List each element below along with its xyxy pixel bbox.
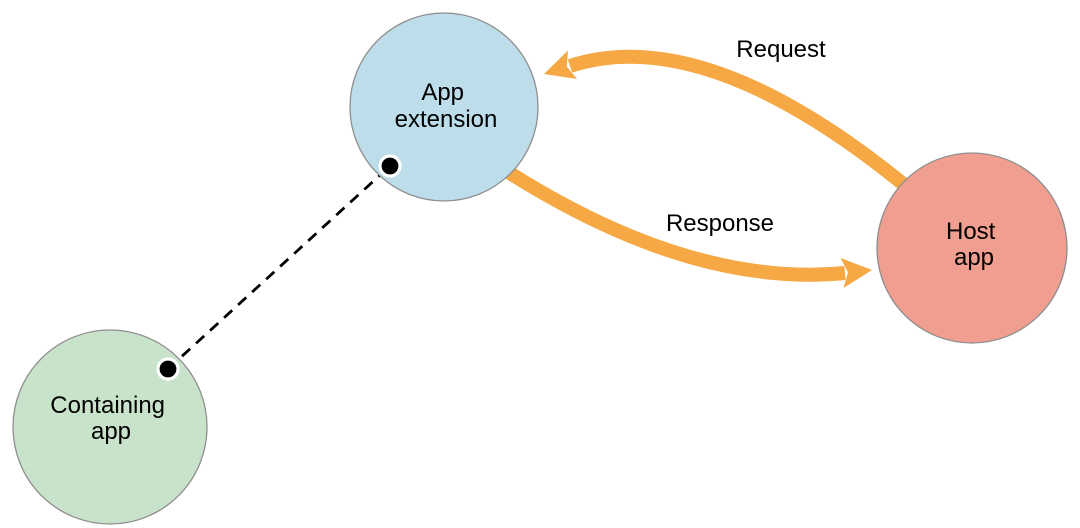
app-extension-node <box>349 12 539 202</box>
app-extension-label-line1: App <box>421 79 464 106</box>
containing-app-label: Containing app <box>50 392 171 445</box>
app-extension-label-line2: extension <box>395 106 498 133</box>
host-app-label: Host app <box>946 218 1002 271</box>
containment-dashed-line <box>167 164 391 371</box>
host-app-label-line1: Host <box>946 218 996 245</box>
response-label: Response <box>666 210 774 237</box>
response-arrowhead-icon <box>840 258 872 288</box>
request-arrow-curve <box>567 49 913 194</box>
app-extension-label: App extension <box>395 79 498 133</box>
request-label: Request <box>736 36 826 63</box>
connector-dot-containing-app <box>156 357 180 381</box>
containing-app-label-line2: app <box>91 418 131 445</box>
response-arrow-curve <box>501 164 846 282</box>
containing-app-label-line1: Containing <box>50 392 165 419</box>
connector-dot-app-extension <box>378 154 402 178</box>
request-arrowhead-icon <box>544 50 577 79</box>
host-app-label-line2: app <box>954 244 994 271</box>
containing-app-node <box>12 329 208 525</box>
host-app-node <box>876 152 1068 344</box>
request-response-arrows <box>501 49 913 288</box>
